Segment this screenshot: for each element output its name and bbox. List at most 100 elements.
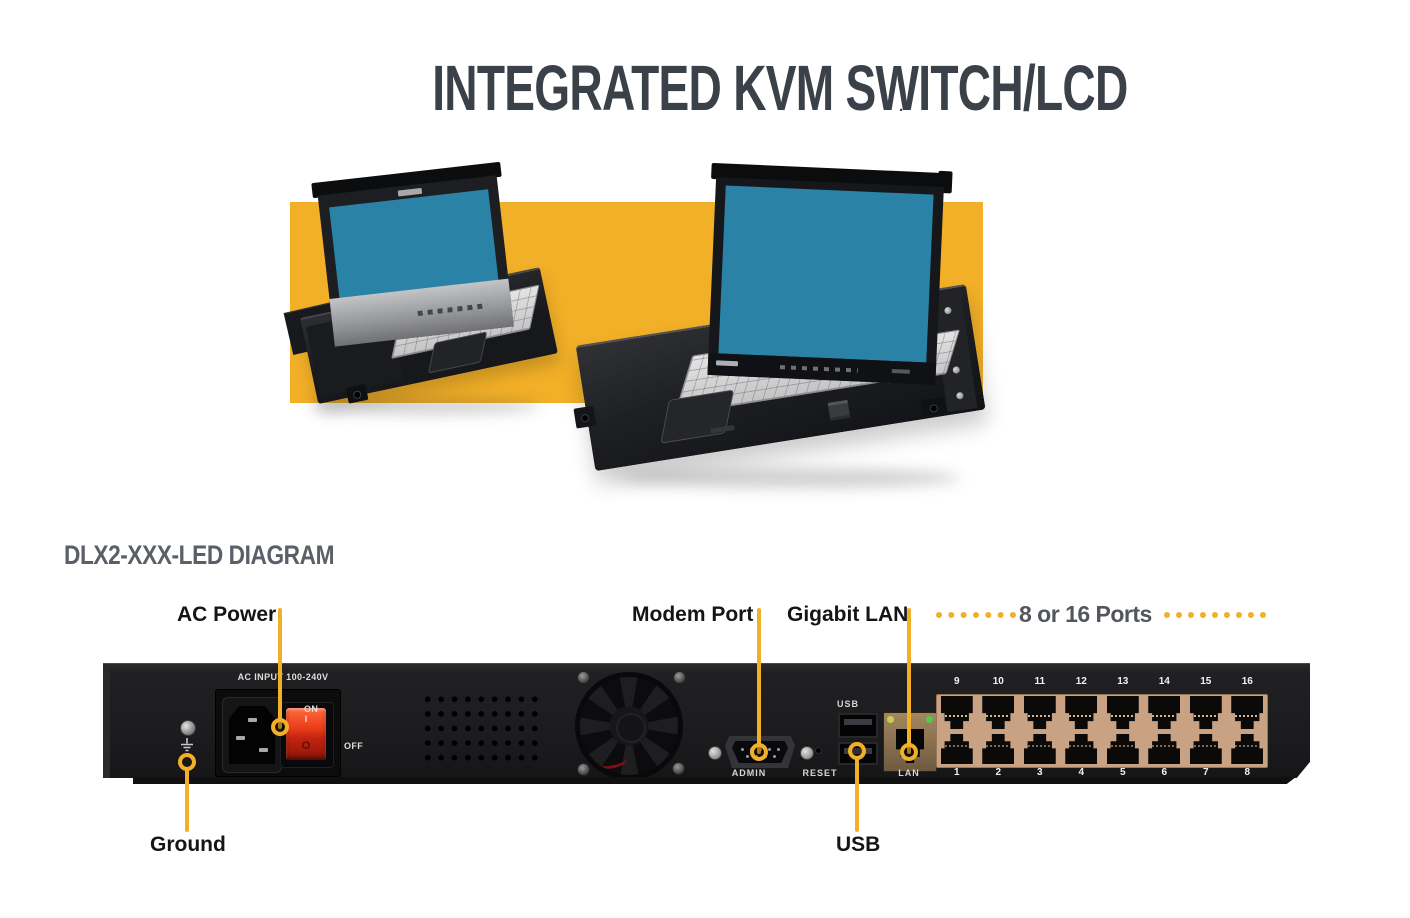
standoff-screw (708, 746, 722, 760)
rj45-port-icon (1065, 734, 1098, 764)
port-number-bottom: 7 (1202, 767, 1209, 778)
osd-buttons (417, 303, 488, 317)
port-number-bottom: 2 (995, 767, 1002, 778)
panel-bottom-lip (133, 777, 1296, 784)
rj45-port-icon (1065, 696, 1098, 729)
off-label: OFF (344, 741, 364, 751)
brand-logo (715, 360, 739, 367)
rj45-port-icon (1148, 734, 1181, 764)
rj45-port-icon (1231, 696, 1264, 729)
screen-frame (707, 177, 944, 385)
kvm-console-right-screen (707, 162, 953, 385)
rj45-port-icon (1106, 696, 1139, 729)
rack-ear (920, 396, 947, 417)
page-title-text: INTEGRATED KVM SWITCH/LCD (432, 52, 1128, 124)
callout-ground: Ground (150, 833, 226, 856)
ground-screw (180, 720, 196, 736)
console-shadow (620, 468, 960, 488)
screen-frame (317, 175, 514, 347)
callout-ports: 8 or 16 Ports (1019, 601, 1152, 627)
rj45-port-icon (1189, 696, 1222, 729)
on-label: ON (304, 704, 319, 714)
port-column: 16 8 (1227, 675, 1269, 778)
screw-icon (673, 671, 686, 684)
lan-led-left (887, 716, 894, 723)
port-number-top: 15 (1200, 676, 1212, 687)
osd-buttons (779, 365, 858, 373)
switch-off-mark: O (301, 740, 311, 752)
model-tag (891, 368, 910, 374)
port-column: 11 3 (1019, 675, 1061, 778)
callout-line-ground (185, 768, 189, 832)
standoff-screw (800, 746, 814, 760)
callout-line-ac-power (278, 608, 282, 729)
rack-ear (573, 405, 597, 429)
port-number-bottom: 8 (1244, 767, 1251, 778)
callout-line-usb (855, 757, 859, 832)
callout-modem-port: Modem Port (632, 603, 754, 626)
lan-led-right (926, 716, 933, 723)
title-period: . (899, 98, 904, 115)
port-number-top: 10 (992, 676, 1004, 687)
callout-dot-modem (750, 743, 768, 761)
callout-dot-lan (900, 743, 918, 761)
callout-gigabit-lan: Gigabit LAN (787, 603, 909, 626)
power-rocker: I O (286, 708, 326, 760)
lcd-screen (718, 185, 934, 363)
callout-line-lan (907, 608, 911, 754)
reset-hole (815, 747, 822, 754)
port-number-top: 16 (1241, 676, 1253, 687)
ground-symbol-icon (181, 738, 193, 752)
lan-label: LAN (898, 768, 920, 778)
screw-icon (672, 762, 685, 775)
callout-usb: USB (836, 833, 881, 856)
reset-label: RESET (802, 768, 838, 778)
rj45-port-icon (1231, 734, 1264, 764)
console-shadow (310, 398, 540, 414)
port-number-bottom: 4 (1078, 767, 1085, 778)
usb-label: USB (836, 699, 859, 709)
port-number-top: 12 (1075, 676, 1087, 687)
callout-dot-ac-power (271, 718, 289, 736)
rj45-port-icon (982, 696, 1015, 729)
brand-logo (397, 187, 423, 197)
label-sticker (827, 399, 851, 421)
rj45-port-icon (982, 734, 1015, 764)
callout-ac-power: AC Power (177, 603, 277, 626)
rj45-port-icon (1023, 734, 1056, 764)
rj45-port-icon (1148, 696, 1181, 729)
section-heading: DLX2-XXX-LED DIAGRAM (64, 540, 386, 571)
port-number-top: 13 (1117, 676, 1129, 687)
rj45-port-icon (940, 734, 973, 764)
port-number-bottom: 3 (1036, 767, 1043, 778)
switch-on-mark: I (304, 714, 308, 724)
rj45-port-icon (1189, 734, 1222, 764)
touchpad (660, 389, 735, 444)
rear-panel: AC INPUT 100-240V I O ON OFF (103, 663, 1310, 778)
page-title: INTEGRATED KVM SWITCH/LCD (297, 56, 1128, 120)
kvm-console-left-screen (311, 161, 514, 347)
port-column: 12 4 (1061, 675, 1103, 778)
usb-port-top (838, 713, 878, 738)
port-number-top: 14 (1158, 676, 1170, 687)
dotted-line-right (1164, 612, 1266, 618)
port-number-top: 11 (1034, 676, 1046, 687)
port-column: 14 6 (1144, 675, 1186, 778)
vent-grid (421, 692, 542, 766)
ac-inlet-cavity (229, 706, 275, 764)
screw-icon (577, 763, 590, 776)
port-number-top: 9 (953, 676, 960, 687)
callout-dot-ground (178, 753, 196, 771)
admin-label: ADMIN (731, 768, 767, 778)
port-number-bottom: 6 (1161, 767, 1168, 778)
screw-icon (577, 671, 590, 684)
port-column: 15 7 (1185, 675, 1227, 778)
rj45-port-icon (1106, 734, 1139, 764)
power-switch: I O (280, 702, 334, 768)
rj45-port-icon (940, 696, 973, 729)
rj45-port-icon (1023, 696, 1056, 729)
ac-inlet (222, 697, 282, 773)
